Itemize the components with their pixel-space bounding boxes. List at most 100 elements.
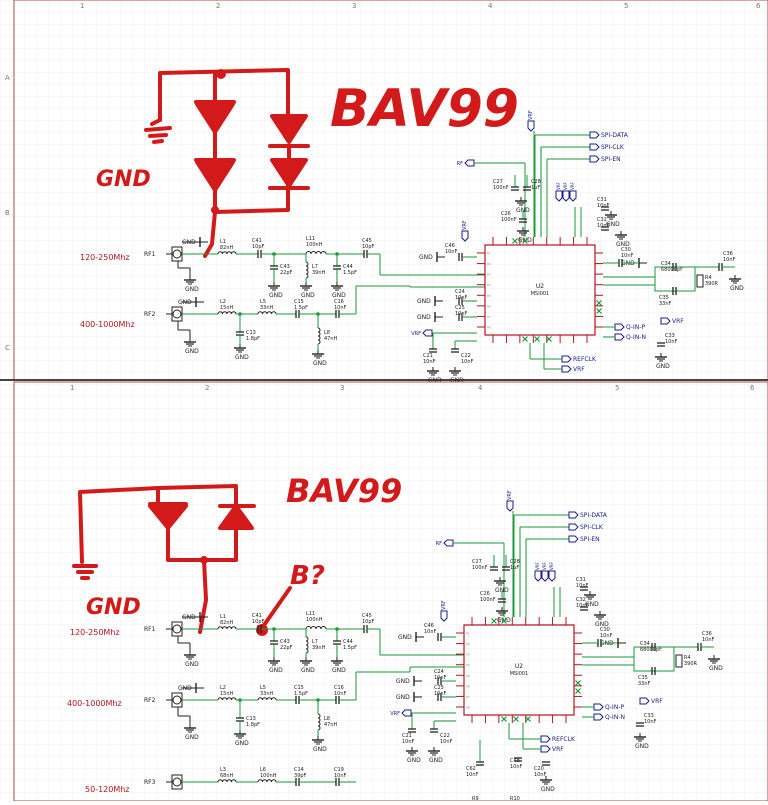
value-C24: 10nF [434,675,447,681]
inductor-symbol [257,697,277,701]
capacitor-vertical-symbol [490,566,498,571]
resistor-r4 [675,654,683,668]
pin-name-left: P7 [466,695,470,699]
net-flag-label: VRF [441,600,447,610]
net-flag-body [534,570,542,582]
gnd-left-symbol: GND [396,676,422,686]
ref-L5: L5 [260,685,266,691]
inductor-coil [217,779,237,783]
ref-C25: C25 [434,685,444,691]
capacitor-vertical-symbol [514,757,522,762]
bottom-ruler-3: 3 [340,384,344,392]
msi001-chip-body [463,624,575,716]
inductor-vertical-symbol [305,636,309,654]
gnd-label: GND [429,757,443,764]
net-flag-vertical: VRF [461,220,469,242]
ref-C14: C14 [294,767,304,773]
net-flag-label: SPI-EN [601,156,621,163]
value-C43: 22pF [280,645,293,651]
gnd-symbol: GND [708,655,723,672]
gnd-left-symbol: GND [419,252,445,262]
gnd-label: GND [313,746,327,753]
ref-C43: C43 [280,639,290,645]
net-flag: SPI-EN [568,535,600,543]
ref-C34: C34 [661,261,671,267]
gnd-label: GND [178,299,192,306]
value-L8: 47nH [324,722,338,728]
gnd-symbol: GND [300,282,315,299]
inductor-vertical-symbol [305,261,309,279]
inductor-symbol [257,311,277,315]
gnd-label: GND [606,221,620,228]
pin-name-left: P3 [487,273,491,277]
ref-C15: C15 [294,685,304,691]
gnd-label: GND [269,292,283,299]
net-flag-body [660,317,671,325]
inductor-symbol [217,697,237,701]
top-freq-rf2: 400-1000Mhz [80,320,135,329]
net-flag-label: VRF [651,698,663,705]
gnd-label: GND [332,667,346,674]
gnd-symbol: GND [268,282,283,299]
inductor-coil [257,697,277,701]
connector-label: RF1 [144,626,156,633]
net-flag-label: REFCLK [552,736,576,743]
bottom-panel: 1 2 3 4 5 6 BAV99 GND B? RF1L182nHC4110p… [0,381,768,802]
net-flag-body [568,523,579,531]
value-L2: 15nH [220,691,234,697]
bottom-rf-frontend: RF1L182nHC4110pFL11100nHC4510pFC4322pFGN… [144,611,380,790]
inductor-coil [217,311,237,315]
ref-R10: R10 [510,796,520,801]
ref-C25: C25 [455,305,465,311]
value-C41: 10pF [252,619,265,625]
ref-C30: C30 [621,247,631,253]
ref-L7: L7 [312,639,318,645]
gnd-label: GND [450,377,464,384]
value-C32: 10nF [597,223,610,229]
gnd-label: GND [313,360,327,367]
value-C46: 10nF [424,629,437,635]
net-flag-label: VRF [390,711,400,717]
net-flag-body [555,190,563,202]
net-flag-body [589,131,600,139]
bottom-bav99-note: BAV99 [286,472,402,510]
ref-C19: C19 [334,767,344,773]
gnd-label: GND [396,678,410,685]
net-flag-body [548,570,556,582]
value-L5: 33nH [260,305,274,311]
value-C21: 10nF [402,739,415,745]
value-C34: 68000pF [640,647,662,653]
value-C48: 10nF [510,764,523,770]
gnd-left-symbol: GND [178,297,204,307]
connector-ring [172,695,182,705]
value-L11: 100nH [306,242,323,248]
net-flag-label: SPI-DATA [601,132,629,139]
net-flag-body [589,155,600,163]
net-flag-body [593,703,604,711]
inductor-vertical-symbol [317,327,321,345]
value-L3: 68nH [220,773,234,779]
gnd-left-symbol: GND [398,632,424,642]
value-C62: 10nF [466,772,479,778]
gnd-symbol: GND [312,736,327,753]
value-C45: 10pF [362,619,375,625]
capacitor-vertical-symbol [498,598,506,603]
gnd-label: GND [585,601,599,608]
ref-L3: L3 [220,767,226,773]
ref-C13: C13 [246,330,256,336]
ref-C35: C35 [638,675,648,681]
net-flag: SPI-CLK [568,523,604,531]
inductor-coil [305,626,327,630]
net-flag: SPI-EN [589,155,621,163]
net-flag-label: VRF [552,746,564,753]
net-flag-body [568,535,579,543]
ref-C31: C31 [576,577,586,583]
pin-name-left: P8 [466,706,470,710]
gnd-left-symbol: GND [178,683,204,693]
value-C28: 1uF [510,565,519,571]
capacitor-vertical-symbol [580,606,588,611]
net-flag: VRF [561,365,585,373]
connector-ring [172,249,182,259]
net-flag-body [568,511,579,519]
inductor-symbol [305,251,327,255]
